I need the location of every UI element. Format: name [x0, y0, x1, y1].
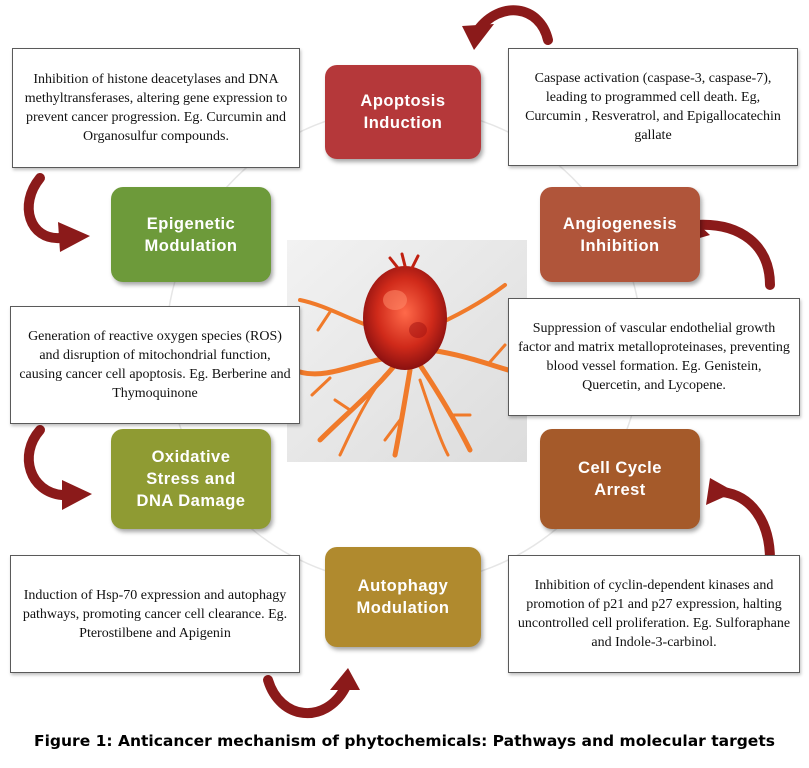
angiogenesis-description: Suppression of vascular endothelial grow…	[508, 298, 800, 416]
cell-cycle-description: Inhibition of cyclin-dependent kinases a…	[508, 555, 800, 673]
cell-cycle-node: Cell Cycle Arrest	[540, 429, 700, 529]
apoptosis-node: Apoptosis Induction	[325, 65, 481, 159]
figure-caption: Figure 1: Anticancer mechanism of phytoc…	[34, 732, 775, 750]
oxidative-stress-description: Generation of reactive oxygen species (R…	[10, 306, 300, 424]
oxidative-stress-node: Oxidative Stress and DNA Damage	[111, 429, 271, 529]
epigenetic-description: Inhibition of histone deacetylases and D…	[12, 48, 300, 168]
apoptosis-description: Caspase activation (caspase-3, caspase-7…	[508, 48, 798, 166]
cancer-cell-image	[287, 240, 527, 462]
autophagy-node: Autophagy Modulation	[325, 547, 481, 647]
angiogenesis-node: Angiogenesis Inhibition	[540, 187, 700, 282]
autophagy-description: Induction of Hsp-70 expression and autop…	[10, 555, 300, 673]
epigenetic-node: Epigenetic Modulation	[111, 187, 271, 282]
